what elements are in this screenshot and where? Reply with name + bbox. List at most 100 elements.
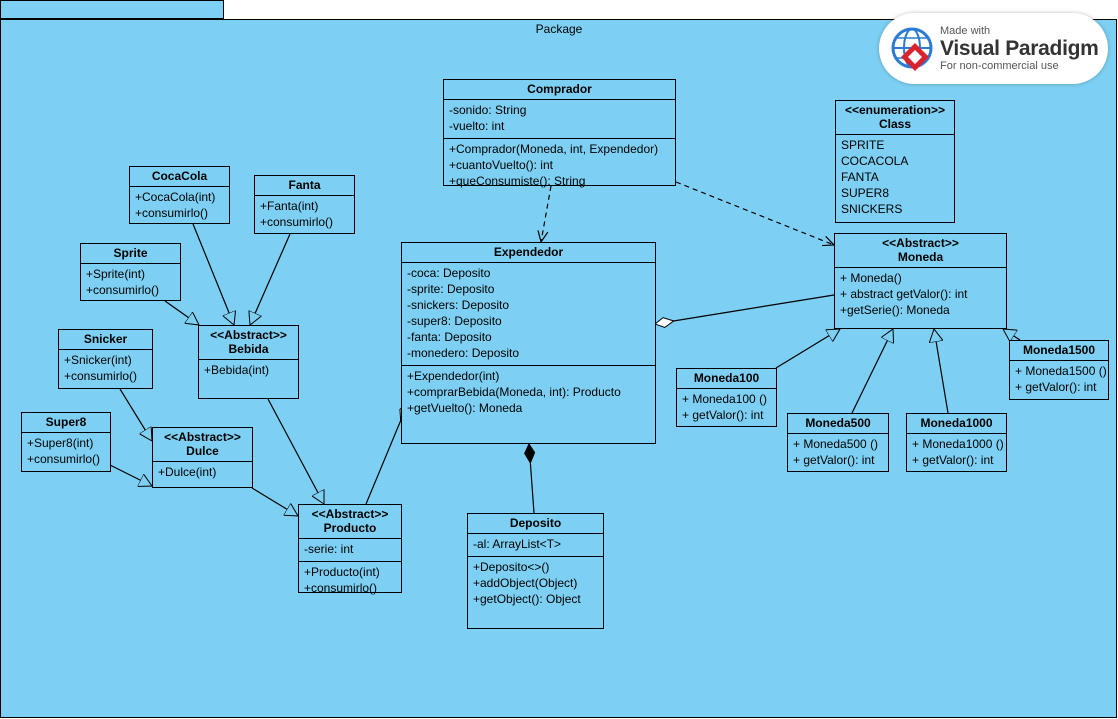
class-header: <<Abstract>> Dulce bbox=[153, 428, 252, 462]
gen-dulce-producto bbox=[251, 487, 298, 516]
operation: +Fanta(int) bbox=[260, 199, 319, 213]
operation: +consumirlo() bbox=[86, 283, 160, 297]
class-deposito[interactable]: Deposito -al: ArrayList<T> +Deposito<>()… bbox=[467, 513, 604, 629]
stereotype: <<Abstract>> bbox=[882, 236, 959, 250]
class-super8[interactable]: Super8 +Super8(int) +consumirlo() bbox=[21, 412, 111, 472]
operation: +Dulce(int) bbox=[158, 465, 217, 479]
gen-moneda1500-moneda bbox=[1003, 329, 1021, 340]
class-name: Dulce bbox=[186, 444, 219, 458]
class-name: Class bbox=[878, 117, 912, 131]
attribute: -snickers: Deposito bbox=[407, 298, 510, 312]
operation: + getValor(): int bbox=[912, 453, 994, 467]
attribute: -sprite: Deposito bbox=[407, 282, 495, 296]
operation: +consumirlo() bbox=[135, 206, 209, 220]
operation: +consumirlo() bbox=[64, 369, 138, 383]
operation: + abstract getValor(): int bbox=[840, 287, 968, 301]
attribute: -fanta: Deposito bbox=[407, 330, 492, 344]
operation: +consumirlo() bbox=[304, 581, 378, 595]
gen-bebida-producto bbox=[267, 398, 324, 504]
operation: + Moneda500 () bbox=[793, 437, 879, 451]
package-label: Package bbox=[535, 22, 583, 36]
badge-note: For non-commercial use bbox=[940, 60, 1059, 72]
badge-brand: Visual Paradigm bbox=[940, 37, 1099, 60]
literals: SPRITE COCACOLA FANTA SUPER8 SNICKERS bbox=[836, 135, 954, 221]
operations: +Expendedor(int) +comprarBebida(Moneda, … bbox=[402, 365, 655, 420]
operation: + Moneda100 () bbox=[682, 392, 768, 406]
class-name: Bebida bbox=[228, 342, 269, 356]
operations: +Producto(int) +consumirlo() bbox=[299, 561, 401, 600]
operations: +Fanta(int) +consumirlo() bbox=[255, 196, 354, 234]
class-comprador[interactable]: Comprador -sonido: String -vuelto: int +… bbox=[443, 79, 676, 188]
class-name: Snicker bbox=[59, 330, 152, 350]
operations: + Moneda() + abstract getValor(): int +g… bbox=[835, 268, 1006, 322]
class-header: <<Abstract>> Bebida bbox=[199, 326, 298, 360]
operations: +Sprite(int) +consumirlo() bbox=[81, 264, 180, 302]
class-moneda[interactable]: <<Abstract>> Moneda + Moneda() + abstrac… bbox=[834, 233, 1007, 329]
operation: +getObject(): Object bbox=[473, 592, 581, 606]
class-dulce[interactable]: <<Abstract>> Dulce +Dulce(int) bbox=[152, 427, 253, 488]
gen-moneda1000-moneda bbox=[934, 329, 949, 414]
operation: +consumirlo() bbox=[260, 215, 334, 229]
stereotype: <<Abstract>> bbox=[210, 328, 287, 342]
gen-fanta-bebida bbox=[250, 233, 291, 325]
operations: +Comprador(Moneda, int, Expendedor) +cua… bbox=[444, 138, 675, 193]
class-cocacola[interactable]: CocaCola +CocaCola(int) +consumirlo() bbox=[129, 166, 230, 224]
attributes: -al: ArrayList<T> bbox=[468, 534, 603, 556]
class-name: CocaCola bbox=[130, 167, 229, 187]
operation: + getValor(): int bbox=[793, 453, 875, 467]
gen-sprite-bebida bbox=[164, 300, 199, 325]
operations: +Snicker(int) +consumirlo() bbox=[59, 350, 152, 388]
operation: + getValor(): int bbox=[1015, 380, 1097, 394]
operation: +Snicker(int) bbox=[64, 353, 132, 367]
operations: +Super8(int) +consumirlo() bbox=[22, 433, 110, 471]
operation: +Producto(int) bbox=[304, 565, 380, 579]
class-name: Expendedor bbox=[402, 243, 655, 263]
class-name: Fanta bbox=[255, 176, 354, 196]
attribute: -monedero: Deposito bbox=[407, 346, 520, 360]
class-name: Comprador bbox=[444, 80, 675, 100]
operation: +Bebida(int) bbox=[204, 363, 270, 377]
stereotype: <<Abstract>> bbox=[164, 430, 241, 444]
class-snicker[interactable]: Snicker +Snicker(int) +consumirlo() bbox=[58, 329, 153, 389]
operations: + Moneda1500 () + getValor(): int bbox=[1010, 361, 1108, 399]
class-header: <<Abstract>> Producto bbox=[299, 505, 401, 539]
operation: +Expendedor(int) bbox=[407, 369, 500, 383]
gen-moneda100-moneda bbox=[775, 329, 840, 369]
operation: +CocaCola(int) bbox=[135, 190, 216, 204]
class-moneda1000[interactable]: Moneda1000 + Moneda1000 () + getValor():… bbox=[906, 413, 1007, 472]
comp-expendedor-deposito bbox=[529, 444, 534, 514]
class-name: Moneda1000 bbox=[907, 414, 1006, 434]
attribute: -sonido: String bbox=[449, 103, 527, 117]
class-producto[interactable]: <<Abstract>> Producto -serie: int +Produ… bbox=[298, 504, 402, 595]
class-name: Deposito bbox=[468, 514, 603, 534]
class-expendedor[interactable]: Expendedor -coca: Deposito -sprite: Depo… bbox=[401, 242, 656, 444]
attributes: -coca: Deposito -sprite: Deposito -snick… bbox=[402, 263, 655, 365]
class-moneda1500[interactable]: Moneda1500 + Moneda1500 () + getValor():… bbox=[1009, 340, 1109, 400]
operation: +Comprador(Moneda, int, Expendedor) bbox=[449, 142, 659, 156]
package-tab bbox=[0, 0, 224, 19]
class-moneda500[interactable]: Moneda500 + Moneda500 () + getValor(): i… bbox=[787, 413, 889, 472]
gen-snicker-dulce bbox=[119, 388, 152, 441]
class-name: Producto bbox=[323, 521, 377, 535]
operation: +getVuelto(): Moneda bbox=[407, 401, 523, 415]
class-name: Moneda1500 bbox=[1010, 341, 1108, 361]
dep-comprador-moneda bbox=[675, 181, 834, 245]
class-sprite[interactable]: Sprite +Sprite(int) +consumirlo() bbox=[80, 243, 181, 301]
class-bebida[interactable]: <<Abstract>> Bebida +Bebida(int) bbox=[198, 325, 299, 399]
class-name: Moneda bbox=[897, 250, 944, 264]
enum-class[interactable]: <<enumeration>> Class SPRITE COCACOLA FA… bbox=[835, 100, 955, 223]
enum-literal: SPRITE bbox=[841, 138, 885, 152]
dep-comprador-expendedor bbox=[541, 185, 552, 242]
operations: +CocaCola(int) +consumirlo() bbox=[130, 187, 229, 225]
class-fanta[interactable]: Fanta +Fanta(int) +consumirlo() bbox=[254, 175, 355, 234]
class-moneda100[interactable]: Moneda100 + Moneda100 () + getValor(): i… bbox=[676, 368, 777, 427]
operation: +getSerie(): Moneda bbox=[840, 303, 950, 317]
operation: +Super8(int) bbox=[27, 436, 94, 450]
operation: +addObject(Object) bbox=[473, 576, 578, 590]
operation: + Moneda1500 () bbox=[1015, 364, 1107, 378]
operations: + Moneda1000 () + getValor(): int bbox=[907, 434, 1006, 472]
gen-super8-dulce bbox=[109, 464, 152, 486]
gen-cocacola-bebida bbox=[192, 223, 234, 325]
attribute: -serie: int bbox=[304, 542, 354, 556]
